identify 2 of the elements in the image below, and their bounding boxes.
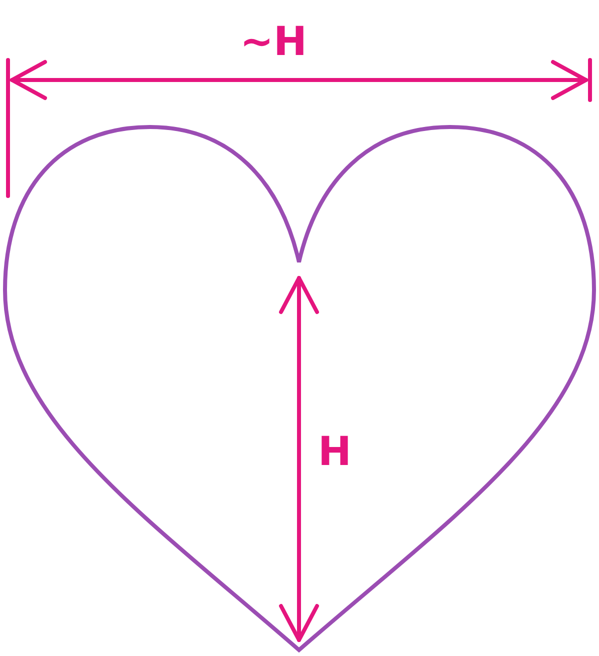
dimension-label: H [318,430,352,474]
dimension-label: ~H [240,20,307,64]
